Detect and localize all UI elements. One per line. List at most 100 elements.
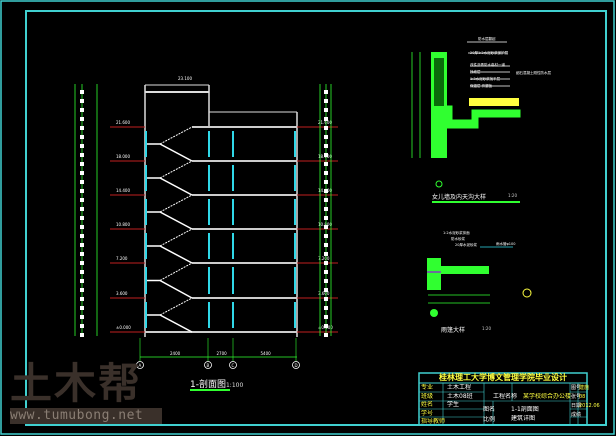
dimension-text	[324, 243, 328, 247]
dimension-text	[80, 153, 84, 157]
section-title: 1-剖面图1:100	[190, 380, 244, 390]
detail1-note: 改性沥青防水卷材一道	[470, 63, 505, 67]
dimension-text	[80, 126, 84, 130]
project-name: 某学校综合办公楼	[523, 393, 572, 400]
dimension-text	[80, 225, 84, 229]
title-block: 桂林理工大学博文管理学院毕业设计 专业土木工程班级土木08班姓名学生学号指导教师…	[419, 373, 600, 425]
title-block-frame	[418, 372, 588, 426]
axis-bubble	[136, 361, 144, 369]
dimension-text	[324, 315, 328, 319]
dimension-text	[80, 261, 84, 265]
drain-bubble	[522, 288, 532, 298]
dimension-text	[80, 297, 84, 301]
dimension-text	[324, 99, 328, 103]
detail2-note: 雨水管φ100	[496, 242, 516, 246]
detail2-scale: 1:20	[482, 326, 491, 331]
dimension-text	[80, 288, 84, 292]
tb-row-label: 班级	[421, 392, 434, 400]
level-label-left: 3.600	[116, 291, 128, 296]
level-label-left: 10.800	[116, 222, 130, 227]
dimension-text	[80, 333, 84, 337]
dimension-text	[80, 117, 84, 121]
tb-row-label: 姓名	[421, 401, 434, 408]
section-title-underline	[190, 389, 230, 391]
detail1-note: 细石混凝土刚性防水层	[516, 71, 551, 75]
dimension-text	[324, 189, 328, 193]
dimension-text	[324, 126, 328, 130]
wall-hatch	[434, 58, 444, 106]
dimension-text	[80, 216, 84, 220]
dimension-text	[80, 171, 84, 175]
detail1-title: 女儿墙及内天沟大样	[432, 194, 487, 201]
dimension-text	[324, 207, 328, 211]
detail1-note: 保温层 挤塑板	[470, 84, 493, 88]
canopy-slab	[441, 266, 489, 274]
axis-label: A	[139, 363, 142, 368]
level-label-left: 18.000	[116, 154, 130, 159]
stair-flight-up	[159, 262, 193, 281]
dimension-text	[80, 180, 84, 184]
detail2-note: 防水砂浆	[451, 237, 465, 241]
stair-flight-up	[159, 160, 193, 179]
detail1-axis	[435, 180, 443, 188]
dimension-text	[80, 198, 84, 202]
section-drawing: ±0.000±0.0003.6003.6007.2007.20010.80010…	[74, 76, 338, 369]
axis-label: D	[295, 363, 298, 368]
dimension-text	[324, 297, 328, 301]
tb-right-label: 成绩	[571, 412, 582, 418]
dimension-text	[324, 306, 328, 310]
roof-level-label: 23.100	[178, 76, 192, 81]
gutter-slab	[447, 105, 521, 129]
tb-row-label: 指导教师	[421, 418, 446, 425]
drawing-subtitle: 建筑详图	[511, 415, 536, 422]
detail2-axis	[430, 309, 438, 317]
tb-row-value: 学生	[447, 401, 460, 408]
stair-flight-down	[145, 211, 193, 230]
detail1-note: 1:3水泥砂浆找平层	[470, 77, 501, 81]
project-label: 工程名称	[493, 393, 518, 400]
axis-label: B	[207, 363, 210, 368]
dimension-text	[80, 279, 84, 283]
dimension-text	[324, 270, 328, 274]
tb-row-value: 土木08班	[447, 392, 473, 400]
span-dimension: 2400	[170, 351, 181, 356]
axis-bubble	[229, 361, 237, 369]
dimension-text	[80, 234, 84, 238]
tb-row-value: 土木工程	[447, 384, 472, 391]
tb-right-label: 张号	[571, 394, 582, 400]
stair-flight-up	[159, 194, 193, 213]
tb-row-label: 学号	[421, 409, 434, 417]
dimension-text	[324, 153, 328, 157]
dimension-text	[324, 234, 328, 238]
dimension-text	[80, 270, 84, 274]
level-label-right: 7.200	[318, 256, 330, 261]
dimension-text	[324, 279, 328, 283]
beam	[427, 258, 441, 290]
dimension-text	[80, 90, 84, 94]
level-label-left: 7.200	[116, 256, 128, 261]
level-label-left: ±0.000	[116, 325, 131, 330]
detail1-note: 找坡层	[470, 70, 481, 74]
dimension-text	[80, 306, 84, 310]
inner-frame	[25, 10, 607, 426]
dimension-text	[80, 315, 84, 319]
level-label-right: 3.600	[318, 291, 330, 296]
axis-label: C	[232, 363, 235, 368]
insulation-layer	[469, 98, 519, 106]
axis-bubble	[292, 361, 300, 369]
dimension-text	[324, 162, 328, 166]
tb-right-value: 建施	[579, 385, 590, 391]
tb-row-label: 专业	[421, 384, 434, 391]
tb-right-label: 图号	[571, 385, 582, 391]
stair-flight-down	[145, 245, 193, 264]
tb-right-label: 日期	[571, 403, 582, 409]
detail1-note: 20厚1:2水泥砂浆保护层	[470, 51, 509, 55]
drawing-name: 1-1剖面图	[511, 406, 539, 413]
drawing-label: 图名	[483, 406, 496, 413]
dimension-text	[80, 135, 84, 139]
title-block-border	[418, 372, 588, 426]
dimension-text	[324, 252, 328, 256]
level-label-right: 10.800	[318, 222, 332, 227]
